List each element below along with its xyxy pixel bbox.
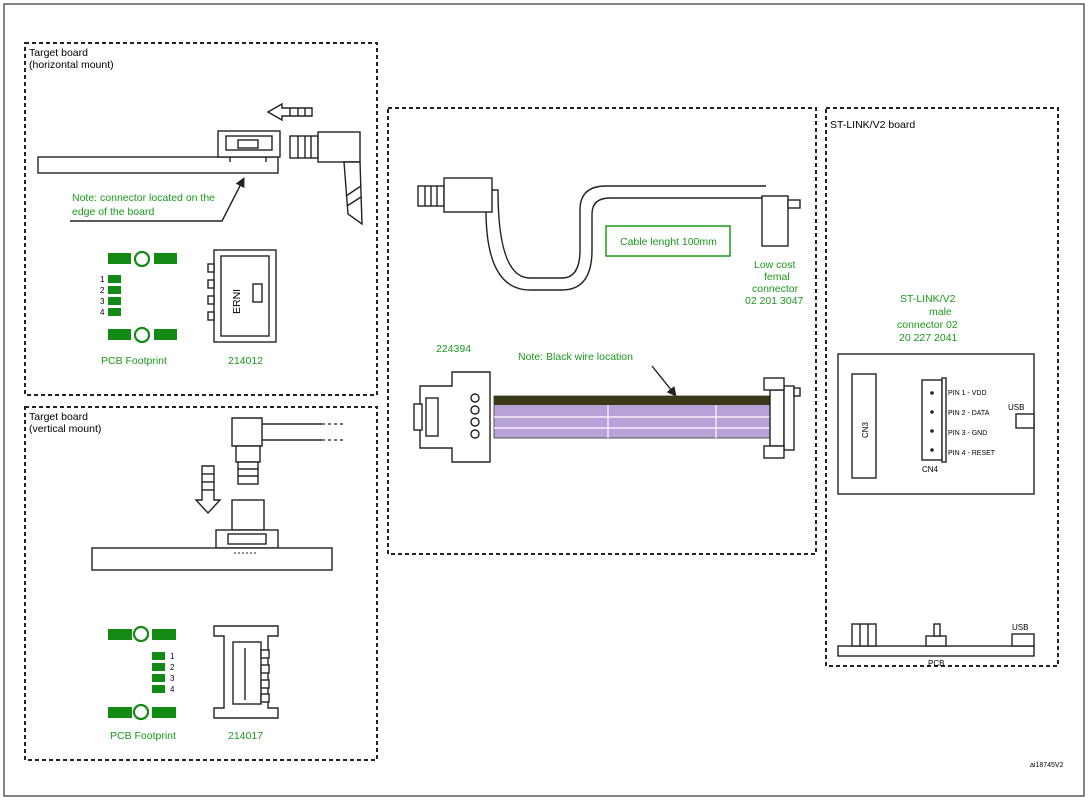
figure-id: ai18745V2 bbox=[1030, 762, 1064, 769]
signal-pad bbox=[152, 685, 165, 693]
connector-desc-line3: connector bbox=[752, 283, 799, 295]
ribbon-right-connector bbox=[763, 377, 801, 459]
vertical-panel-border bbox=[24, 406, 378, 761]
vertical-footprint-label: PCB Footprint bbox=[110, 730, 176, 742]
horizontal-note-line2: edge of the board bbox=[72, 206, 154, 218]
horizontal-panel-title: Target board bbox=[29, 47, 88, 59]
mount-pad bbox=[154, 253, 177, 264]
cable-length-label: Cable lenght 100mm bbox=[620, 236, 717, 248]
ribbon-left-connector bbox=[413, 371, 491, 463]
cable-left-plug bbox=[417, 177, 493, 213]
cable-panel-border bbox=[387, 107, 817, 555]
vertical-target-board bbox=[91, 547, 333, 571]
mount-pad bbox=[152, 707, 176, 718]
horizontal-board-connector bbox=[217, 130, 281, 162]
connector-desc-line4: 02 201 3047 bbox=[745, 295, 804, 307]
mount-pad bbox=[152, 629, 176, 640]
pin2-label: PIN 2 - DATA bbox=[948, 410, 990, 417]
erni-connector-top-view: ERNI bbox=[207, 249, 277, 343]
stlink-panel-border bbox=[825, 107, 1059, 667]
cable-length-box bbox=[605, 225, 731, 257]
cable-loop bbox=[482, 185, 766, 291]
mount-pad bbox=[108, 253, 131, 264]
black-wire-arrow bbox=[651, 365, 677, 397]
mount-pad bbox=[108, 707, 132, 718]
mount-hole bbox=[133, 250, 151, 268]
pin-number-1: 1 bbox=[170, 652, 175, 661]
pin-number-1: 1 bbox=[100, 275, 105, 284]
cn3-label: CN3 bbox=[861, 421, 870, 438]
mount-pad bbox=[108, 329, 131, 340]
horizontal-part-number: 214012 bbox=[228, 355, 263, 367]
erni-brand-label: ERNI bbox=[231, 289, 243, 314]
stlink-panel-title: ST-LINK/V2 board bbox=[830, 119, 915, 131]
pcb-label: PCB bbox=[928, 659, 944, 668]
mount-pad bbox=[108, 629, 132, 640]
signal-pad bbox=[108, 297, 121, 305]
signal-pad bbox=[152, 652, 165, 660]
pin-number-4: 4 bbox=[100, 308, 105, 317]
cn4-connector bbox=[921, 377, 947, 463]
horizontal-note-line1: Note: connector located on the bbox=[72, 192, 215, 204]
mount-hole bbox=[132, 625, 150, 643]
signal-pad bbox=[108, 275, 121, 283]
connector-desc-line1: Low cost bbox=[754, 259, 796, 271]
pin-number-4: 4 bbox=[170, 685, 175, 694]
usb-bottom-label: USB bbox=[1012, 623, 1028, 632]
signal-pad bbox=[108, 308, 121, 316]
black-wire bbox=[494, 396, 770, 405]
usb-port-top bbox=[1015, 413, 1035, 429]
horizontal-note-arrow bbox=[70, 177, 245, 222]
vertical-panel-title: Target board bbox=[29, 411, 88, 423]
mount-pad bbox=[154, 329, 177, 340]
vertical-connector-top-view bbox=[213, 625, 279, 719]
vertical-panel-subtitle: (vertical mount) bbox=[29, 423, 101, 435]
male-connector-line1: ST-LINK/V2 bbox=[900, 293, 956, 305]
vertical-cable bbox=[231, 417, 346, 485]
horizontal-panel-subtitle: (horizontal mount) bbox=[29, 59, 114, 71]
cn4-label: CN4 bbox=[922, 465, 939, 474]
male-connector-line4: 20 227 2041 bbox=[899, 332, 958, 344]
vertical-pcb-footprint: 1 2 3 4 bbox=[108, 625, 176, 721]
pin-number-2: 2 bbox=[170, 663, 175, 672]
cable-panel: Cable lenght 100mm Low cost femal connec… bbox=[387, 107, 817, 555]
usb-top-label: USB bbox=[1008, 403, 1024, 412]
horizontal-footprint-label: PCB Footprint bbox=[101, 355, 167, 367]
insert-left-arrow-icon bbox=[266, 102, 313, 122]
vertical-part-number: 214017 bbox=[228, 730, 263, 742]
pin-number-2: 2 bbox=[100, 286, 105, 295]
pin4-label: PIN 4 - RESET bbox=[948, 450, 996, 457]
vertical-mount-panel: Target board (vertical mount) bbox=[24, 406, 378, 761]
pin-number-3: 3 bbox=[170, 674, 175, 683]
horizontal-pcb-footprint: 1 2 3 4 bbox=[100, 250, 177, 344]
signal-pad bbox=[152, 674, 165, 682]
black-wire-note: Note: Black wire location bbox=[518, 351, 633, 363]
signal-pad bbox=[108, 286, 121, 294]
pin1-label: PIN 1 - VDD bbox=[948, 390, 987, 397]
horizontal-panel-border bbox=[24, 42, 378, 396]
cable-female-connector bbox=[761, 195, 801, 247]
pin-number-3: 3 bbox=[100, 297, 105, 306]
signal-pad bbox=[152, 663, 165, 671]
horizontal-target-board bbox=[37, 156, 279, 174]
ribbon-wires bbox=[493, 395, 771, 439]
outer-frame bbox=[3, 3, 1085, 797]
horizontal-cable-plug bbox=[289, 131, 363, 226]
stlink-board-side bbox=[837, 623, 1035, 657]
insert-down-arrow-icon bbox=[194, 465, 222, 515]
stlink-panel: ST-LINK/V2 board ST-LINK/V2 male connect… bbox=[825, 107, 1059, 668]
connector-desc-line2: femal bbox=[764, 271, 790, 283]
mount-hole bbox=[133, 326, 151, 344]
male-connector-line3: connector 02 bbox=[897, 319, 958, 331]
male-connector-line2: male bbox=[929, 306, 952, 318]
pin3-label: PIN 3 - GND bbox=[948, 430, 987, 437]
vertical-board-connector bbox=[215, 499, 279, 549]
cn3-connector bbox=[851, 373, 877, 479]
mount-hole bbox=[132, 703, 150, 721]
horizontal-mount-panel: Target board (horizontal mount) bbox=[24, 42, 378, 396]
ribbon-part-number: 224394 bbox=[436, 343, 471, 355]
